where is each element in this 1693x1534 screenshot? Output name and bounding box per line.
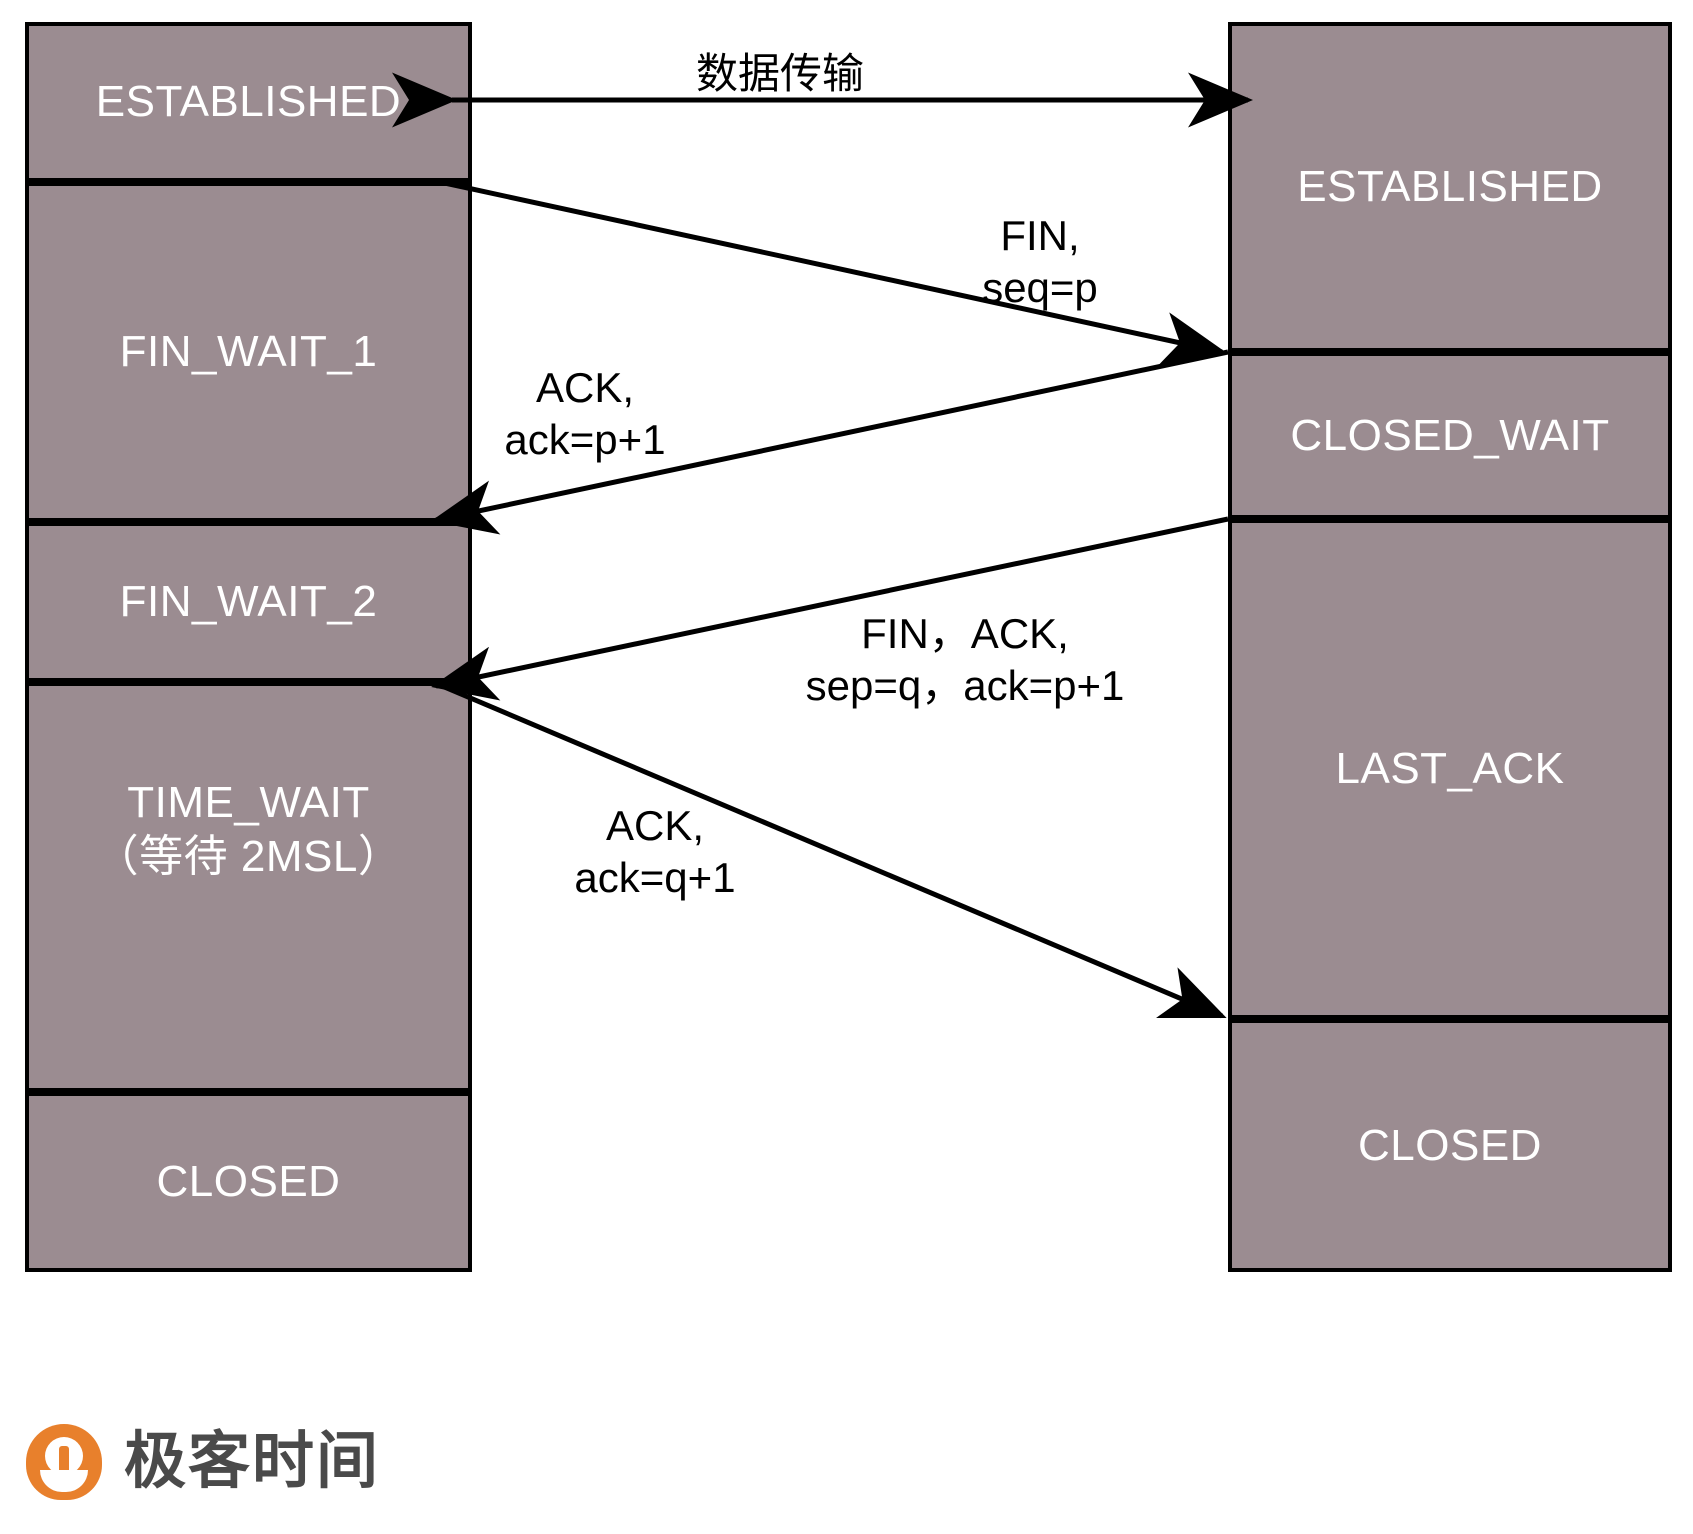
state-box-client-fin-wait-1: FIN_WAIT_1 [25,182,472,522]
arrow-ack-p-plus-1 [431,349,1229,535]
arrow-fin-ack-seq-q [431,516,1229,701]
state-box-client-fin-wait-2: FIN_WAIT_2 [25,522,472,682]
arrow-label-ack-p-plus-1: ACK, ack=p+1 [504,364,666,464]
state-box-server-closed: CLOSED [1228,1019,1672,1272]
arrow-ack-q-plus-1 [441,683,1227,1019]
arrow-fin-seq-p [439,179,1227,367]
state-box-server-established: ESTABLISHED [1228,22,1672,352]
state-box-client-closed: CLOSED [25,1092,472,1272]
state-box-server-closed-wait: CLOSED_WAIT [1228,352,1672,519]
arrow-label-fin-seq-p: FIN, seq=p [982,212,1098,312]
brand-name: 极客时间 [124,1427,381,1496]
arrow-label-fin-ack-seq-q: FIN，ACK, sep=q，ack=p+1 [805,610,1125,710]
brand-logo: 极客时间 [26,1424,380,1500]
arrow-label-data-transfer: 数据传输 [695,50,864,97]
arrow-label-ack-q-plus-1: ACK, ack=q+1 [574,802,736,902]
state-box-server-last-ack: LAST_ACK [1228,519,1672,1019]
state-box-client-time-wait: TIME_WAIT （等待 2MSL） [25,682,472,1092]
geektime-logo-icon [26,1424,102,1500]
